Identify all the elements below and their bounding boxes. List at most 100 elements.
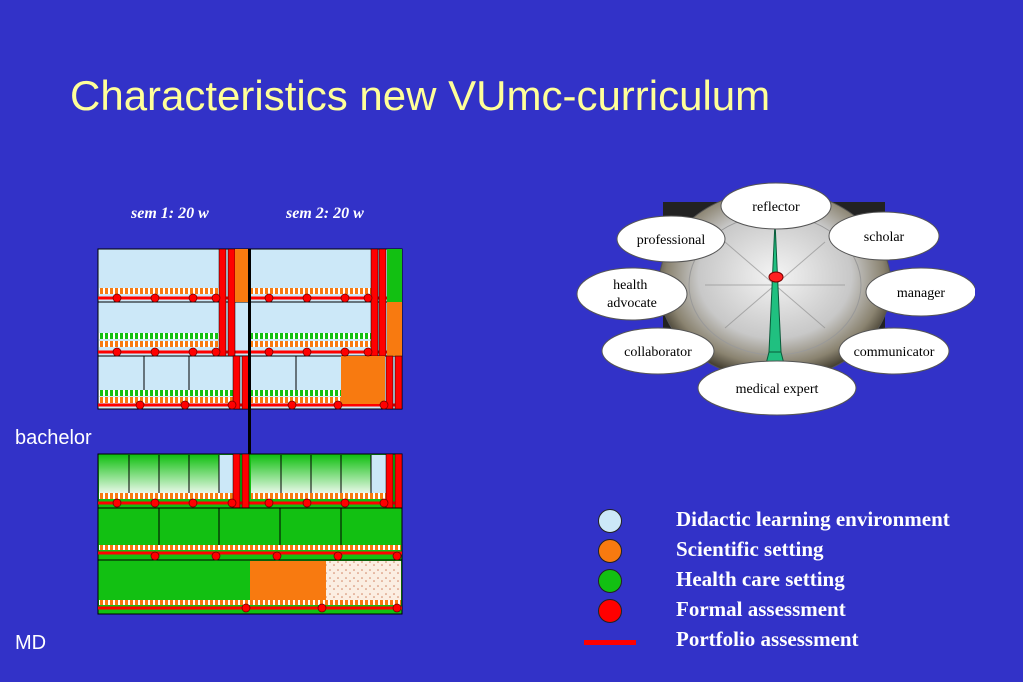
legend-item: Formal assessment — [598, 597, 1018, 625]
assessment-dot — [340, 293, 350, 303]
assessment-dot — [211, 551, 221, 561]
assessment-dot — [150, 293, 160, 303]
assessment-dot — [180, 400, 190, 410]
assessment-dot — [264, 347, 274, 357]
assessment-dot — [188, 293, 198, 303]
role-health-advocate: health advocate — [607, 278, 657, 311]
assessment-dot — [333, 551, 343, 561]
assessment-dot — [317, 603, 327, 613]
legend-label: Formal assessment — [676, 597, 846, 621]
assessment-dot — [363, 347, 373, 357]
assessment-dot — [135, 400, 145, 410]
assessment-dot — [340, 498, 350, 508]
assessment-column — [394, 355, 403, 410]
role-medical-expert: medical expert — [736, 382, 819, 397]
semester-1-label: sem 1: 20 w — [131, 205, 209, 222]
assessment-dot — [188, 498, 198, 508]
health-care-circle-icon — [598, 569, 622, 593]
scientific-column — [235, 249, 249, 302]
scientific-stripe — [99, 341, 219, 347]
assessment-dot — [211, 347, 221, 357]
assessment-dot — [188, 347, 198, 357]
health-care-stripe — [251, 390, 341, 396]
assessment-column — [232, 355, 241, 410]
scientific-stripe — [99, 493, 233, 499]
portfolio-line-icon — [584, 640, 636, 645]
assessment-dot — [287, 400, 297, 410]
role-bubble-scholar — [828, 211, 940, 261]
scientific-stripe — [99, 397, 233, 403]
role-bubble-reflector — [720, 182, 832, 230]
assessment-dot — [112, 293, 122, 303]
legend-item: Scientific setting — [598, 537, 1018, 565]
assessment-dot — [333, 400, 343, 410]
assessment-dot — [112, 347, 122, 357]
assessment-column — [370, 248, 379, 357]
assessment-dot — [241, 603, 251, 613]
assessment-dot — [392, 551, 402, 561]
assessment-dot — [340, 347, 350, 357]
assessment-column — [385, 355, 394, 410]
assessment-column — [227, 248, 236, 357]
assessment-dot — [150, 551, 160, 561]
assessment-dot — [302, 498, 312, 508]
elective-block — [326, 561, 401, 600]
assessment-circle-icon — [598, 599, 622, 623]
health-care-stripe — [99, 333, 219, 339]
assessment-dot — [379, 498, 389, 508]
semester-divider — [248, 249, 251, 454]
scientific-block — [341, 356, 385, 404]
assessment-dot — [112, 498, 122, 508]
health-care-stripe — [99, 390, 233, 396]
role-manager: manager — [897, 286, 946, 301]
role-professional: professional — [637, 233, 706, 248]
scientific-stripe — [251, 288, 371, 294]
role-scholar: scholar — [864, 230, 905, 245]
didactic-circle-icon — [598, 509, 622, 533]
role-bubble-manager — [865, 267, 975, 317]
role-bubble-collaborator — [601, 327, 715, 375]
legend-item: Portfolio assessment — [584, 627, 1018, 655]
md-label: MD — [15, 632, 47, 654]
scientific-stripe — [251, 493, 386, 499]
roles-compass: reflector professional scholar health ad… — [576, 182, 975, 416]
legend-item: Didactic learning environment — [598, 507, 1018, 535]
role-collaborator: collaborator — [624, 345, 692, 360]
assessment-dot — [264, 293, 274, 303]
scientific-block — [250, 561, 326, 600]
legend-label: Scientific setting — [676, 537, 824, 561]
assessment-dot — [150, 347, 160, 357]
scientific-stripe — [99, 545, 401, 550]
assessment-column — [218, 248, 227, 357]
scientific-stripe — [251, 397, 341, 403]
role-bubble-medical-expert — [697, 360, 857, 416]
legend-label: Didactic learning environment — [676, 507, 950, 531]
legend-label: Portfolio assessment — [676, 627, 859, 651]
assessment-dot — [379, 400, 389, 410]
scientific-stripe — [251, 341, 371, 347]
assessment-dot — [211, 293, 221, 303]
assessment-column — [241, 453, 250, 509]
health-care-column — [387, 249, 402, 302]
semester-2-label: sem 2: 20 w — [286, 205, 364, 222]
assessment-column — [378, 248, 387, 357]
assessment-dot — [272, 551, 282, 561]
assessment-dot — [363, 293, 373, 303]
role-bubble-professional — [616, 215, 726, 263]
role-reflector: reflector — [752, 200, 800, 215]
scientific-stripe — [99, 600, 401, 605]
assessment-dot — [264, 498, 274, 508]
legend-item: Health care setting — [598, 567, 1018, 595]
health-care-stripe — [251, 333, 371, 339]
compass-pivot — [768, 271, 784, 283]
assessment-dot — [150, 498, 160, 508]
role-communicator: communicator — [854, 345, 935, 360]
assessment-dot — [227, 400, 237, 410]
assessment-dot — [392, 603, 402, 613]
scientific-stripe — [99, 288, 219, 294]
assessment-dot — [302, 293, 312, 303]
assessment-column — [241, 355, 250, 410]
role-bubble-health-advocate — [576, 267, 688, 321]
assessment-column — [394, 453, 403, 509]
